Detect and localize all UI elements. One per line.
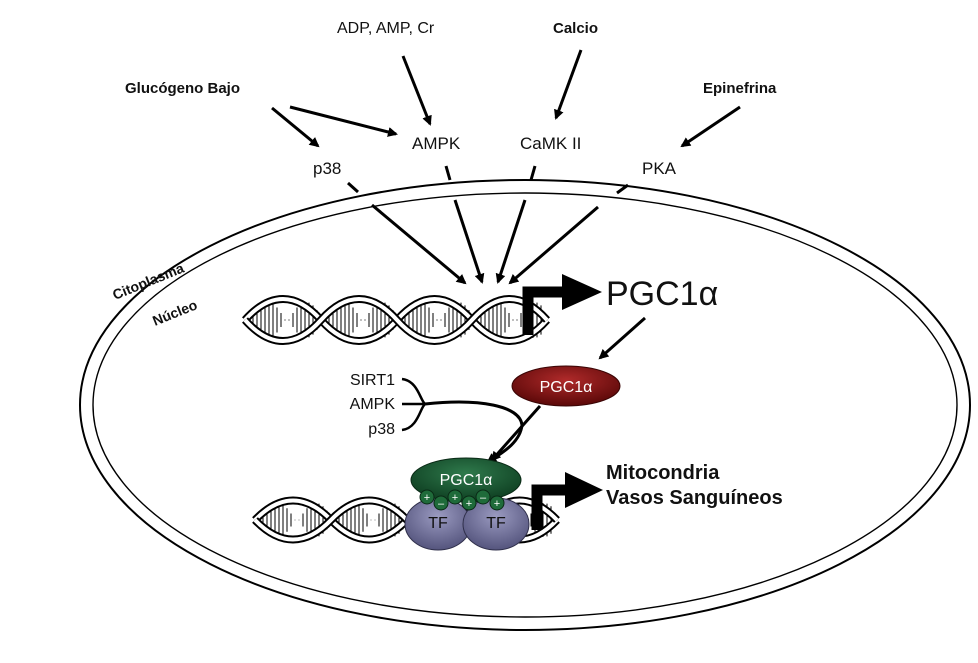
kinase-camk: CaMK II <box>520 134 581 153</box>
modifier-list: SIRT1 AMPK p38 <box>350 372 396 438</box>
charge-beads: +–++–+ <box>419 489 505 511</box>
pgc1a-protein-red-label: PGC1α <box>540 379 593 396</box>
dna-helix-upper <box>242 295 550 345</box>
kinase-pka: PKA <box>642 159 677 178</box>
pgc1a-protein-red <box>511 365 621 407</box>
arrow-gene-protein <box>598 316 646 360</box>
arrow-pka-gene <box>508 205 599 285</box>
arrow-epinephrine-pka <box>680 105 741 148</box>
modifier-p38: p38 <box>368 421 395 438</box>
arrow-red-green <box>490 405 542 462</box>
charge-bead <box>447 489 463 505</box>
charge-bead <box>489 495 505 511</box>
signal-energy: ADP, AMP, Cr <box>337 20 435 37</box>
charge-bead <box>461 495 477 511</box>
charge-sign: + <box>494 498 500 510</box>
charge-sign: – <box>480 492 487 504</box>
tf-right-label: TF <box>486 515 506 532</box>
tf-left-label: TF <box>428 515 448 532</box>
signal-arrows <box>271 49 741 148</box>
arrow-p38-gene <box>371 203 467 285</box>
arrow-energy-ampk <box>401 55 432 126</box>
signal-low-glycogen: Glucógeno Bajo <box>125 80 240 97</box>
modifier-ampk: AMPK <box>350 396 396 413</box>
charge-bead <box>419 489 435 505</box>
modifier-brace <box>401 377 426 432</box>
arrow-ampk-gene <box>453 199 485 284</box>
target-mitochondria: Mitocondria <box>606 462 720 484</box>
kinase-ampk: AMPK <box>412 134 461 153</box>
charge-bead <box>433 495 449 511</box>
arrow-glycogen-ampk <box>289 105 398 137</box>
cell-membrane <box>79 179 971 631</box>
arrow-glycogen-p38 <box>271 106 320 148</box>
charge-bead <box>475 489 491 505</box>
kinase-p38: p38 <box>313 159 341 178</box>
arrow-camk-gene <box>495 199 527 284</box>
gene-label-pgc1a: PGC1α <box>606 275 718 313</box>
charge-sign: + <box>424 492 430 504</box>
promoter-arrow-lower <box>531 472 603 530</box>
kinase-arrows <box>346 165 629 285</box>
signal-epinephrine: Epinefrina <box>703 80 777 97</box>
arrow-calcium-camk <box>554 49 583 120</box>
nucleus-label: Núcleo <box>150 296 199 328</box>
target-blood-vessels: Vasos Sanguíneos <box>606 487 783 509</box>
signal-calcium: Calcio <box>553 20 598 37</box>
pgc1a-protein-green-label: PGC1α <box>440 472 493 489</box>
charge-sign: + <box>466 498 472 510</box>
charge-sign: – <box>438 498 445 510</box>
arrow-modifiers-protein <box>424 400 524 464</box>
modifier-sirt1: SIRT1 <box>350 372 395 389</box>
nuclear-membrane <box>92 192 958 618</box>
charge-sign: + <box>452 492 458 504</box>
promoter-arrow-upper <box>522 274 602 335</box>
